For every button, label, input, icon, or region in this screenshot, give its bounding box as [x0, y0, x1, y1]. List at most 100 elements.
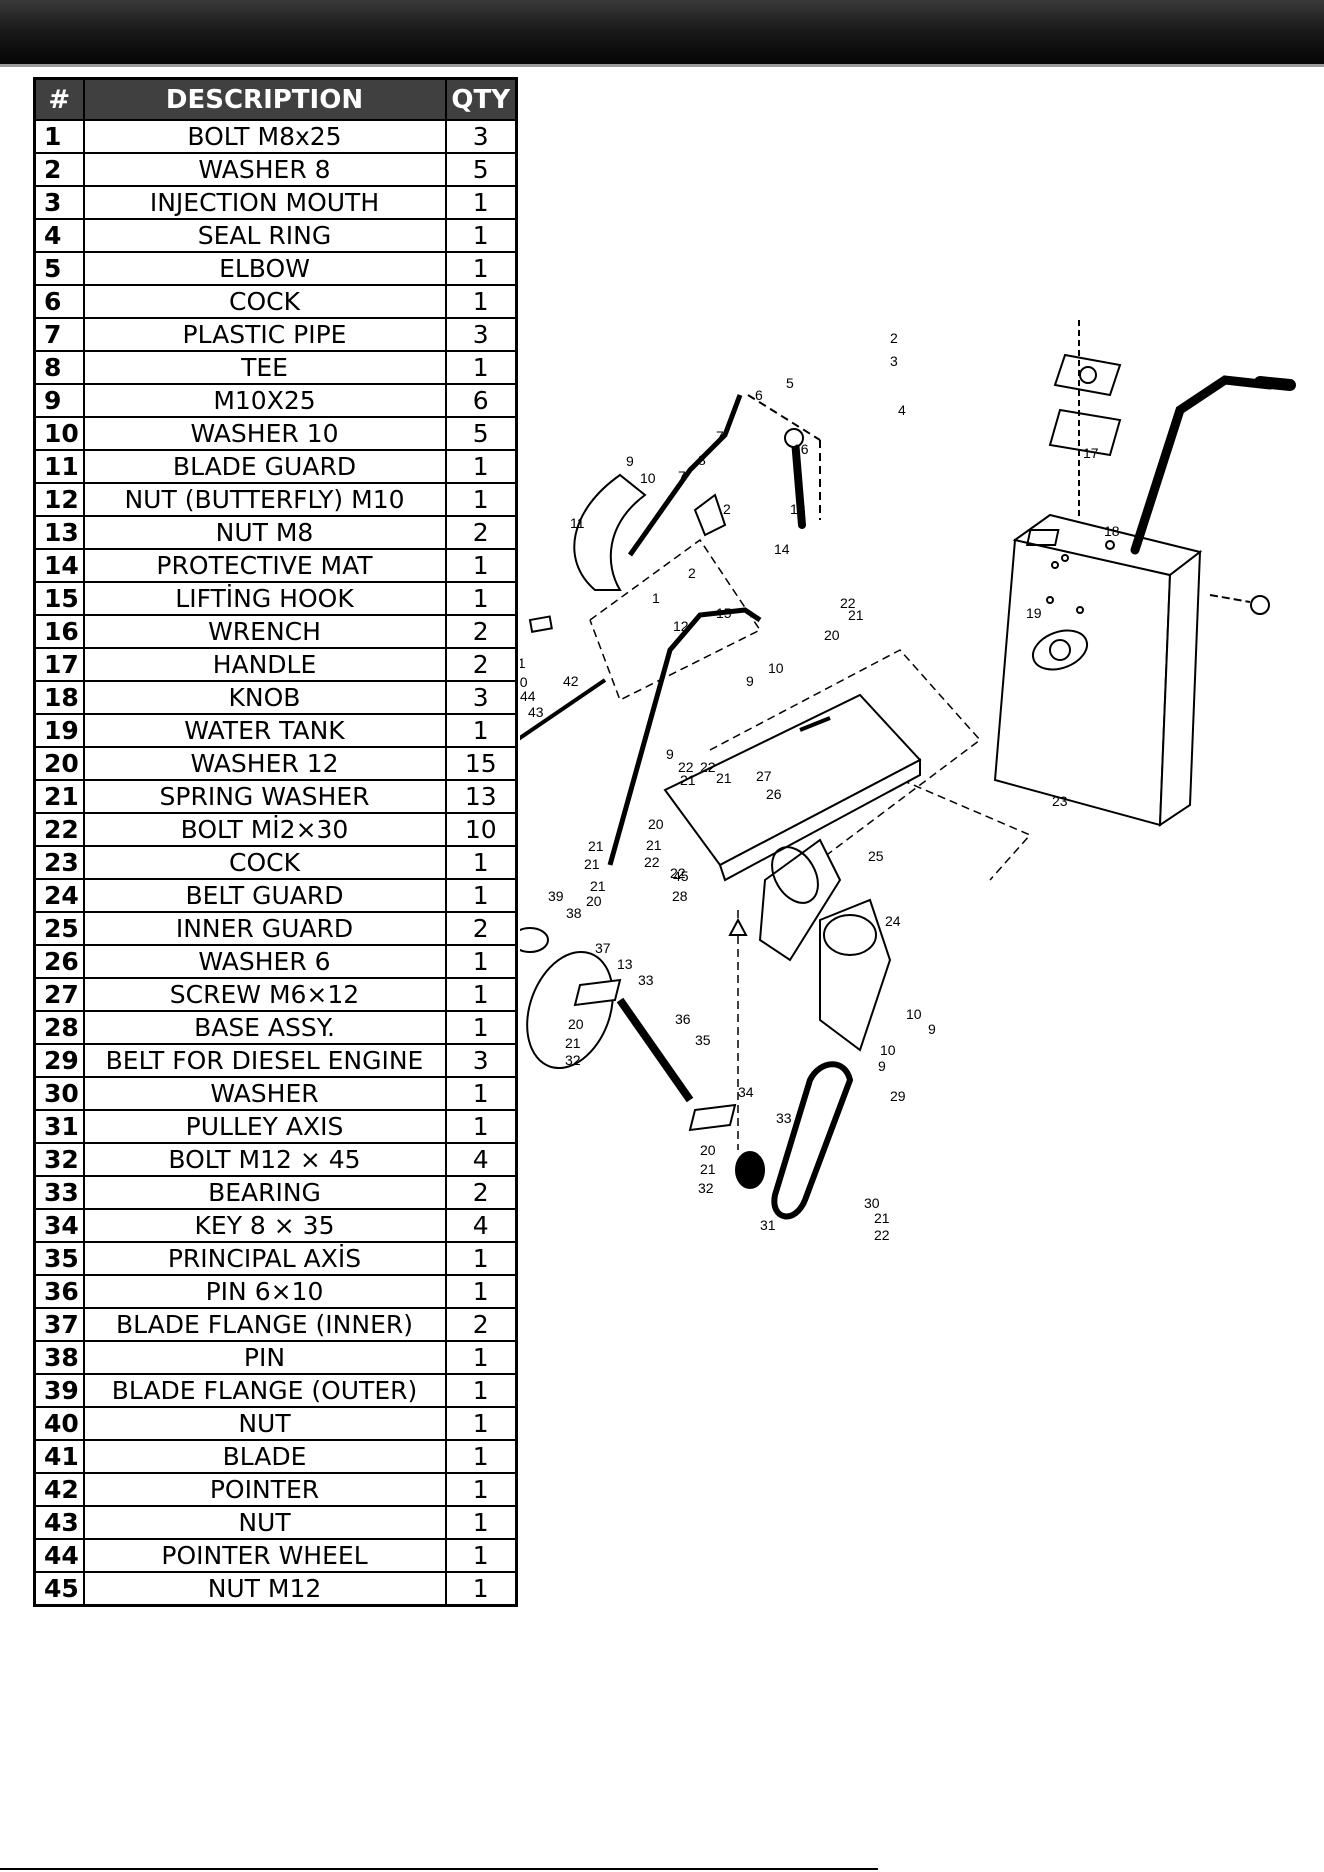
part-number: 23: [33, 845, 85, 880]
part-qty: 2: [444, 1307, 518, 1342]
part-description: BLADE: [82, 1439, 447, 1474]
callout-number: 20: [568, 1016, 584, 1032]
callout-number: 1: [890, 320, 898, 323]
callout-number: 8: [698, 452, 706, 468]
part-qty: 1: [444, 1109, 518, 1144]
callout-number: 15: [716, 605, 732, 621]
part-description: LIFTİNG HOOK: [82, 581, 447, 616]
exploded-parts-diagram: 1234567879102131416171811211215222120109…: [520, 320, 1296, 1243]
callout-number: 21: [848, 607, 864, 623]
part-qty: 5: [444, 416, 518, 451]
part-qty: 10: [444, 812, 518, 847]
callout-number: 21: [520, 655, 526, 671]
callout-number: 45: [673, 868, 689, 884]
callout-number: 12: [673, 618, 689, 634]
callout-number: 21: [700, 1161, 716, 1177]
part-qty: 1: [444, 482, 518, 517]
part-description: PLASTIC PIPE: [82, 317, 447, 352]
column-header-description: DESCRIPTION: [82, 77, 447, 121]
part-qty: 1: [444, 284, 518, 319]
part-description: COCK: [82, 845, 447, 880]
callout-number: 22: [700, 759, 716, 775]
part-number: 4: [33, 218, 85, 253]
part-description: SEAL RING: [82, 218, 447, 253]
callout-number: 32: [565, 1052, 581, 1068]
part-description: PULLEY AXIS: [82, 1109, 447, 1144]
blade-illustration: [520, 927, 614, 1070]
part-description: NUT: [82, 1406, 447, 1441]
callout-number: 30: [864, 1195, 880, 1211]
part-description: ELBOW: [82, 251, 447, 286]
callout-number: 14: [774, 541, 790, 557]
callout-number: 9: [928, 1021, 936, 1037]
callout-number: 20: [520, 674, 528, 690]
callout-number: 28: [672, 888, 688, 904]
callout-number: 13: [617, 956, 633, 972]
part-number: 12: [33, 482, 85, 517]
part-number: 30: [33, 1076, 85, 1111]
part-qty: 1: [444, 977, 518, 1012]
part-qty: 1: [444, 713, 518, 748]
part-number: 16: [33, 614, 85, 649]
part-number: 20: [33, 746, 85, 781]
part-number: 26: [33, 944, 85, 979]
part-qty: 1: [444, 350, 518, 385]
part-qty: 4: [444, 1142, 518, 1177]
part-qty: 1: [444, 1472, 518, 1507]
part-qty: 3: [444, 680, 518, 715]
part-number: 24: [33, 878, 85, 913]
callout-number: 21: [590, 878, 606, 894]
callout-number: 10: [640, 470, 656, 486]
part-number: 42: [33, 1472, 85, 1507]
callout-number: 7: [678, 468, 686, 484]
part-description: WASHER 10: [82, 416, 447, 451]
part-number: 40: [33, 1406, 85, 1441]
part-description: BELT FOR DIESEL ENGINE: [82, 1043, 447, 1078]
part-description: WATER TANK: [82, 713, 447, 748]
part-qty: 1: [444, 1010, 518, 1045]
part-description: COCK: [82, 284, 447, 319]
callout-number: 36: [675, 1011, 691, 1027]
part-number: 7: [33, 317, 85, 352]
part-number: 2: [33, 152, 85, 187]
part-description: WASHER 6: [82, 944, 447, 979]
part-number: 15: [33, 581, 85, 616]
belt-illustration: [735, 1061, 854, 1220]
callout-number: 10: [906, 1006, 922, 1022]
callout-number: 22: [644, 854, 660, 870]
callout-number: 9: [666, 746, 674, 762]
part-qty: 1: [444, 581, 518, 616]
callout-number: 9: [746, 673, 754, 689]
part-qty: 3: [444, 317, 518, 352]
callout-number: 20: [648, 816, 664, 832]
column-header-qty: QTY: [444, 77, 518, 121]
part-number: 44: [33, 1538, 85, 1573]
callout-number: 13: [790, 501, 806, 517]
part-qty: 6: [444, 383, 518, 418]
part-qty: 1: [444, 1274, 518, 1309]
callout-number: 21: [565, 1035, 581, 1051]
part-description: BEARING: [82, 1175, 447, 1210]
part-number: 5: [33, 251, 85, 286]
part-number: 14: [33, 548, 85, 583]
part-qty: 15: [444, 746, 518, 781]
callout-number: 21: [646, 837, 662, 853]
part-number: 28: [33, 1010, 85, 1045]
